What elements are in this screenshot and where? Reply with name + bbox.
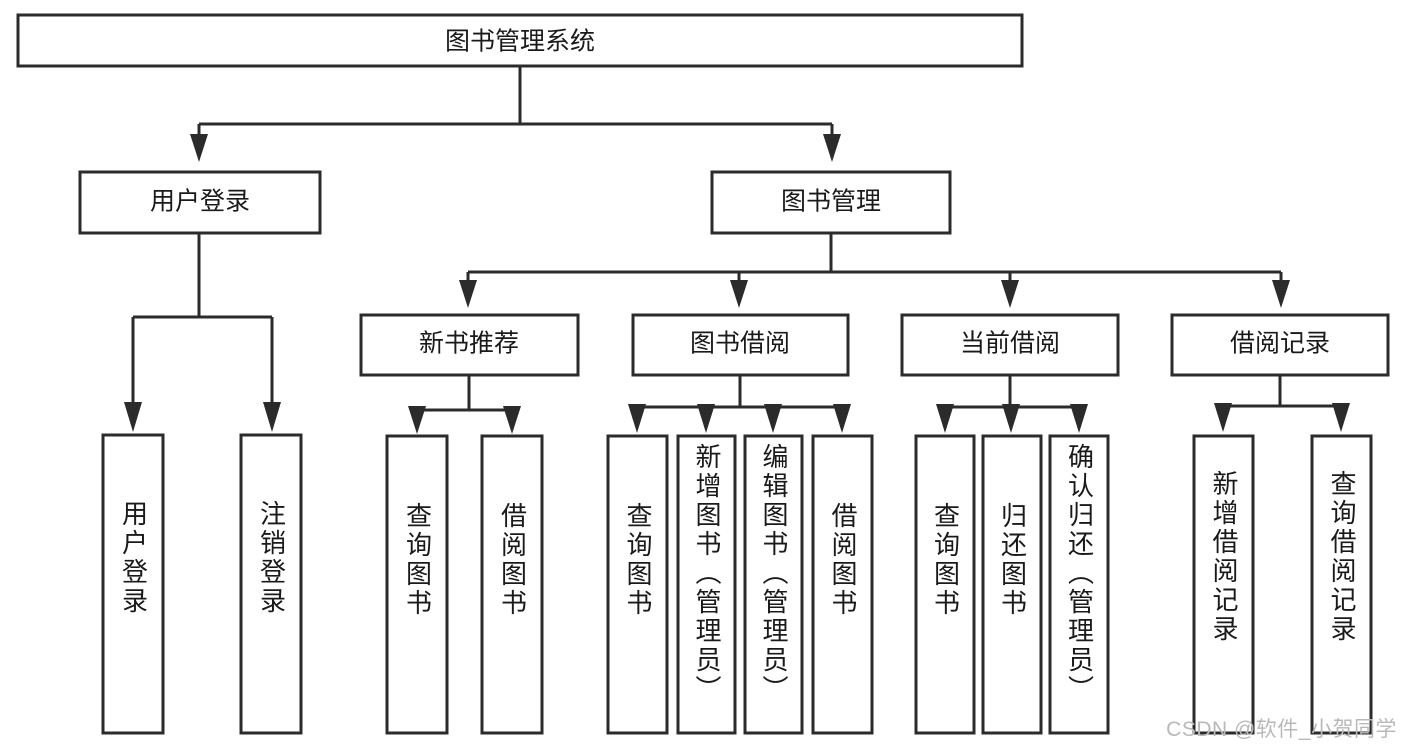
node-box-leaf-query-record[interactable] [1310,434,1373,735]
node-book-management-system[interactable]: 图书管理系统 [16,13,1024,68]
connector-user-login-to-leaves [124,233,281,432]
arrow-head-icon [823,134,841,162]
node-label-current-borrow: 当前借阅 [960,330,1060,358]
arrow-head-icon [697,404,715,433]
node-label-new-book-recommend: 新书推荐 [419,330,519,358]
node-book-management[interactable]: 图书管理 [710,170,952,235]
arrow-head-icon [1001,280,1019,308]
arrow-head-icon [1002,404,1020,433]
arrow-head-icon [628,404,646,433]
node-box-current-borrow [900,313,1120,377]
node-box-root [16,13,1024,68]
connector-root-to-level1 [190,66,841,162]
node-box-leaf-borrow-book-2[interactable] [811,434,874,735]
node-box-new-book-recommend [359,313,580,377]
node-box-leaf-add-record[interactable] [1192,434,1255,735]
arrow-head-icon [936,404,954,433]
node-box-leaf-edit-book[interactable] [743,434,804,735]
node-box-leaf-return-book[interactable] [981,434,1043,735]
arrow-head-icon [833,404,851,433]
arrow-head-icon [764,404,782,433]
arrow-head-icon [730,280,748,308]
node-box-leaf-add-book[interactable] [676,434,737,735]
connector-book-borrow-to-leaves [628,375,851,433]
node-box-leaf-borrow-book-1[interactable] [480,434,544,735]
arrow-head-icon [190,134,208,162]
connector-borrow-record-to-leaves [1214,375,1350,432]
node-borrow-record[interactable]: 借阅记录 [1170,313,1390,377]
node-box-leaf-user-logout[interactable] [239,433,303,735]
node-label-root: 图书管理系统 [445,28,595,56]
arrow-head-icon [1214,403,1232,432]
connector-current-borrow-to-leaves [936,375,1088,433]
node-label-book-borrow: 图书借阅 [690,330,790,358]
arrow-head-icon [1272,280,1290,308]
node-box-leaf-query-book-3[interactable] [914,434,976,735]
connector-new-book-recommend-to-leaves [408,375,521,434]
node-label-user-login: 用户登录 [150,188,250,216]
arrow-head-icon [1070,404,1088,433]
arrow-head-icon [503,406,521,434]
node-current-borrow[interactable]: 当前借阅 [900,313,1120,377]
arrow-head-icon [124,402,142,432]
node-label-borrow-record: 借阅记录 [1230,330,1330,358]
node-book-borrow[interactable]: 图书借阅 [631,313,850,377]
arrow-head-icon [408,406,426,434]
connector-book-management-to-level2 [459,233,1290,308]
arrow-head-icon [459,280,477,308]
node-box-leaf-confirm-return[interactable] [1048,434,1110,735]
node-label-book-management: 图书管理 [781,188,881,216]
node-box-leaf-query-book-1[interactable] [385,434,449,735]
node-box-leaf-query-book-2[interactable] [606,434,669,735]
node-user-login[interactable]: 用户登录 [78,170,322,235]
node-box-leaf-user-login[interactable] [101,433,165,735]
node-new-book-recommend[interactable]: 新书推荐 [359,313,580,377]
arrow-head-icon [1332,403,1350,432]
arrow-head-icon [263,402,281,432]
node-box-user-login [78,170,322,235]
